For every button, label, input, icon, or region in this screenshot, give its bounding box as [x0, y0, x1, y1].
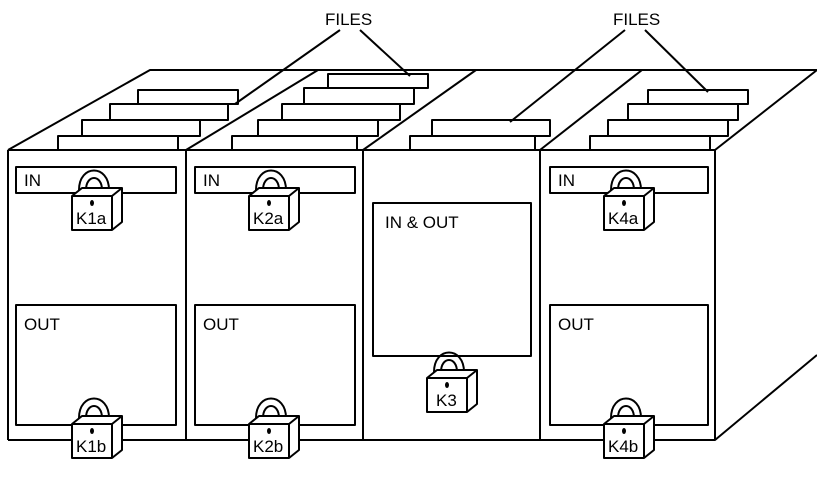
leader-line [235, 30, 340, 104]
padlock-icon[interactable]: K4b [604, 399, 654, 459]
cabinet-right-side [715, 70, 817, 440]
padlock-icon[interactable]: K3 [427, 353, 477, 413]
file-folder [590, 136, 710, 150]
files-label-left: FILES [325, 10, 372, 29]
label-out: OUT [203, 315, 239, 334]
file-folder [608, 120, 728, 136]
drawer-3: IN & OUT K3 [373, 203, 531, 412]
file-folder [648, 90, 748, 104]
lock-label: K3 [436, 391, 457, 410]
leader-line [645, 30, 708, 92]
leader-line [510, 30, 625, 122]
file-folder [58, 136, 178, 150]
drawer-4: IN OUT K4a K4b [550, 167, 708, 458]
lock-label: K1a [76, 209, 107, 228]
file-folder [232, 136, 357, 150]
files-compartment-3 [410, 120, 550, 150]
file-folder [328, 74, 428, 88]
files-callout-left: FILES [235, 10, 410, 104]
lock-label: K2b [253, 437, 283, 456]
label-in-out: IN & OUT [385, 213, 459, 232]
label-in: IN [558, 171, 575, 190]
file-folder [110, 104, 228, 120]
cabinet-body [8, 70, 817, 440]
divider-2-top [363, 70, 476, 150]
padlock-icon[interactable]: K4a [604, 171, 654, 231]
label-out: OUT [558, 315, 594, 334]
file-folder [432, 120, 550, 136]
files-compartment-4 [590, 90, 748, 150]
padlock-icon[interactable]: K2b [249, 399, 299, 459]
file-folder [82, 120, 200, 136]
label-in: IN [24, 171, 41, 190]
drawer-2: IN OUT K2a K2b [195, 167, 355, 458]
files-compartment-1 [58, 90, 238, 150]
drawer-1: IN OUT K1a K1b [16, 167, 176, 458]
padlock-icon[interactable]: K2a [249, 171, 299, 231]
lock-label: K4a [608, 209, 639, 228]
cabinet-top-back-edge [8, 70, 817, 150]
file-folder [258, 120, 378, 136]
lock-label: K4b [608, 437, 638, 456]
padlock-icon[interactable]: K1b [72, 399, 122, 459]
file-folder [138, 90, 238, 104]
file-folder [628, 104, 738, 120]
label-out: OUT [24, 315, 60, 334]
files-callout-right: FILES [510, 10, 708, 122]
lock-label: K1b [76, 437, 106, 456]
files-label-right: FILES [613, 10, 660, 29]
file-folder [304, 88, 414, 104]
file-folder [282, 104, 400, 120]
label-in: IN [203, 171, 220, 190]
file-folder [410, 136, 535, 150]
lock-label: K2a [253, 209, 284, 228]
padlock-icon[interactable]: K1a [72, 171, 122, 231]
divider-1-top [186, 70, 318, 150]
